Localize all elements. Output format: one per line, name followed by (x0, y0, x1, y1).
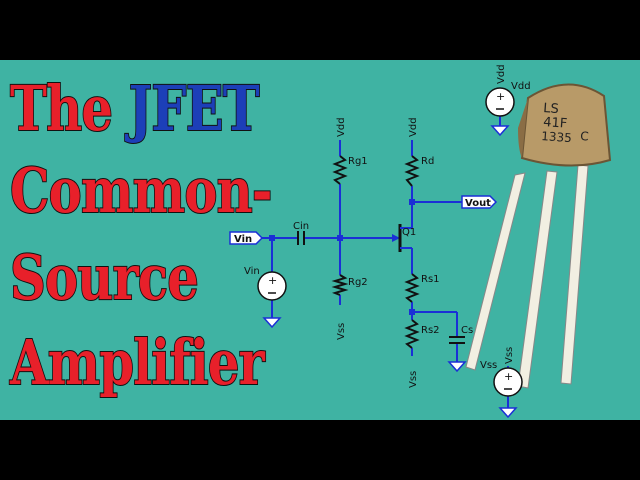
vout-label: Vout (465, 198, 491, 209)
vss-gate-label: Vss (336, 323, 347, 340)
title-line-1: The JFET (9, 77, 260, 141)
vdd-gate-label: Vdd (336, 117, 347, 137)
rs2-resistor (404, 319, 420, 349)
vss-supply-ground (498, 407, 518, 419)
rd-label: Rd (421, 156, 434, 167)
rg2-resistor (331, 274, 349, 296)
vdd-drain-label: Vdd (408, 117, 419, 137)
vdd-supply-plus-sign: + (496, 90, 505, 103)
rg2-label: Rg2 (348, 277, 368, 288)
cs-capacitor (449, 336, 465, 344)
teal-panel: The JFET Common- Source Amplifier Vdd Rg… (0, 60, 640, 420)
transistor-mark-41f: 41F (543, 115, 568, 132)
vout-port-tag (461, 195, 498, 209)
transistor-lead-left (465, 172, 526, 371)
title-line-4: Amplifier (9, 326, 265, 399)
vss-supply-label: Vss (480, 360, 497, 371)
source-junction-dot (409, 309, 415, 315)
vss-supply-rotated-label: Vss (504, 347, 515, 364)
title-line-2: Common- (9, 154, 273, 227)
vin-source (257, 271, 287, 301)
vdd-supply-ground (490, 125, 510, 137)
vin-port-tag (229, 231, 264, 245)
vss-supply-source (493, 367, 523, 397)
bottom-black-bar (0, 420, 640, 480)
vss-supply-plus-sign: + (504, 370, 513, 383)
title-word-jfet: JFET (128, 72, 261, 145)
transistor-body (520, 83, 612, 167)
rs2-label: Rs2 (421, 325, 440, 336)
transistor-mark-ls: LS (543, 101, 560, 117)
gate-bias-wires (339, 140, 392, 305)
rg1-label: Rg1 (348, 156, 368, 167)
drain-junction-dot (409, 199, 415, 205)
transistor-body-shade (518, 98, 528, 158)
cin-capacitor (297, 231, 305, 245)
title-word-the: The (9, 72, 114, 145)
transistor-lead-right (560, 164, 589, 385)
cin-label: Cin (293, 221, 309, 232)
transistor-mark-1335: 1335 (541, 129, 572, 145)
gate-arrow (392, 234, 400, 242)
vin-plus-sign: + (268, 274, 277, 287)
transistor-mark-c: C (580, 129, 589, 144)
rs1-resistor (404, 273, 420, 303)
vdd-supply-rotated-label: Vdd (496, 64, 507, 84)
top-black-bar (0, 0, 640, 60)
q1-label: Q1 (402, 227, 416, 238)
drain-source-wires (400, 140, 462, 362)
vin-port-label: Vin (234, 234, 252, 245)
rd-resistor (404, 155, 420, 187)
vdd-supply-source (485, 87, 515, 117)
rg1-resistor (332, 155, 348, 185)
title-line-3: Source (9, 241, 199, 314)
input-wires (262, 237, 337, 318)
vss-source-label: Vss (408, 371, 419, 388)
gate-junction-dot (337, 235, 343, 241)
cs-label: Cs (461, 325, 473, 336)
schematic-diagram: Vdd Rg1 Rg2 Vss Vin Cin + Vin (229, 64, 612, 419)
cs-ground (447, 361, 467, 373)
rs1-label: Rs1 (421, 274, 440, 285)
jfet-transistor-illustration: LS 41F 1335 C (465, 83, 612, 389)
transistor-lead-middle (517, 170, 558, 389)
vin-source-label: Vin (244, 266, 260, 277)
input-junction-dot (269, 235, 275, 241)
vdd-supply-label: Vdd (511, 81, 531, 92)
vin-ground (262, 317, 282, 329)
